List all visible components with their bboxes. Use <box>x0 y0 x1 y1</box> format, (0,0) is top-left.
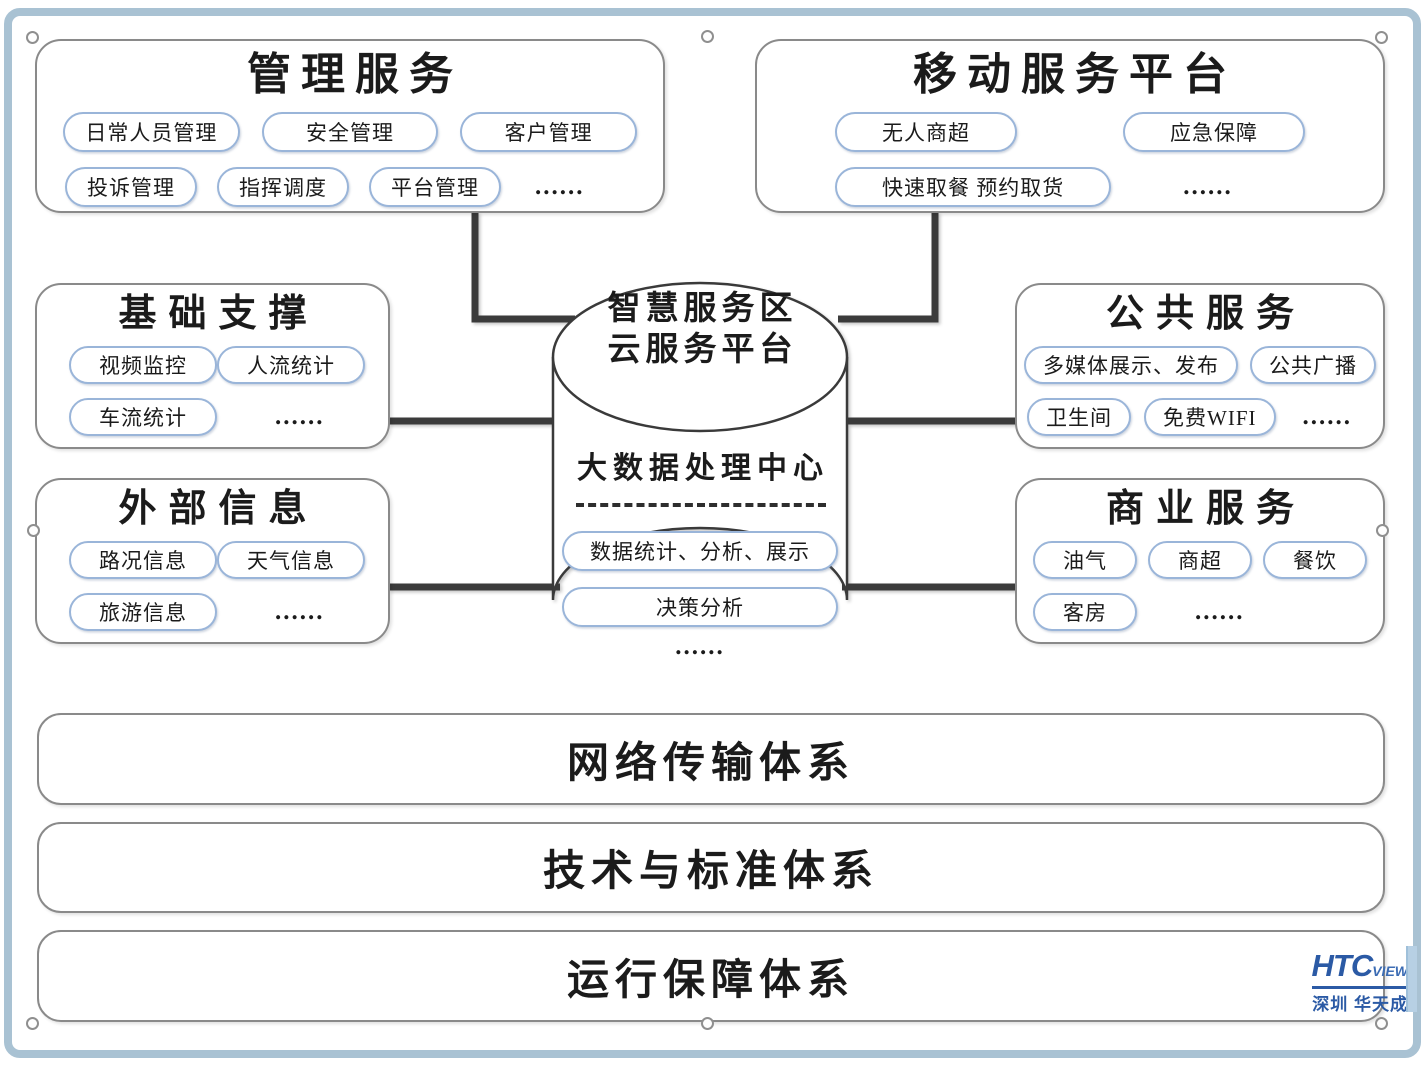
pill-weather-info: 天气信息 <box>217 541 365 579</box>
ellipsis-text: ...... <box>1302 403 1352 430</box>
layer-title: 网络传输体系 <box>566 740 855 787</box>
logo-brand-suffix-text: VIEW <box>1372 963 1408 979</box>
htcview-logo: HTCVIEW 深圳 华天成 <box>1296 950 1408 1015</box>
pill-command-dispatch: 指挥调度 <box>217 167 349 207</box>
selection-handle-top-center[interactable] <box>701 30 714 43</box>
pill-row: 投诉管理 指挥调度 平台管理 ...... <box>37 167 663 207</box>
selection-handle-middle-left[interactable] <box>27 524 40 537</box>
pill-public-broadcast: 公共广播 <box>1250 346 1376 384</box>
pill-traffic-flow-stats: 车流统计 <box>69 398 217 436</box>
box-external-title: 外部信息 <box>118 488 319 530</box>
pill-oil-gas: 油气 <box>1033 541 1137 579</box>
box-mobile: 移动服务平台 无人商超 应急保障 快速取餐 预约取货 ...... <box>755 39 1385 213</box>
pill-multimedia-display: 多媒体展示、发布 <box>1024 346 1238 384</box>
pill-supermarket: 商超 <box>1148 541 1252 579</box>
box-business: 商业服务 油气 商超 餐饮 客房 ...... <box>1015 478 1385 644</box>
ellipsis-text: ...... <box>1183 173 1233 200</box>
box-management-title: 管理服务 <box>247 50 463 99</box>
layer-operation-guarantee: 运行保障体系 <box>37 930 1385 1022</box>
selection-handle-top-right[interactable] <box>1375 31 1388 44</box>
box-external: 外部信息 路况信息 天气信息 旅游信息 ...... <box>35 478 390 644</box>
pill-emergency-support: 应急保障 <box>1123 112 1305 152</box>
logo-accent-bar <box>1406 946 1417 1012</box>
cylinder-dashed-divider <box>576 503 826 507</box>
ellipsis-text: ...... <box>275 403 325 430</box>
pill-row: 多媒体展示、发布 公共广播 <box>1017 346 1383 384</box>
pill-row: 客房 ...... <box>1017 593 1383 631</box>
pill-unmanned-store: 无人商超 <box>835 112 1017 152</box>
pill-row: 卫生间 免费WIFI ...... <box>1017 398 1383 436</box>
layer-title: 运行保障体系 <box>566 957 855 1004</box>
ellipsis-text: ...... <box>675 633 725 660</box>
pill-people-flow-stats: 人流统计 <box>217 346 365 384</box>
box-management: 管理服务 日常人员管理 安全管理 客户管理 投诉管理 指挥调度 平台管理 ...… <box>35 39 665 213</box>
pill-row: 视频监控 人流统计 <box>37 346 388 384</box>
pill-safety-management: 安全管理 <box>261 112 439 152</box>
layer-technology-standards: 技术与标准体系 <box>37 822 1385 913</box>
pill-row: 快速取餐 预约取货 ...... <box>757 167 1383 207</box>
selection-handle-bottom-center[interactable] <box>701 1017 714 1030</box>
pill-catering: 餐饮 <box>1263 541 1367 579</box>
pill-free-wifi: 免费WIFI <box>1144 398 1276 436</box>
pill-fast-meal-pickup: 快速取餐 预约取货 <box>835 167 1112 207</box>
box-mobile-title: 移动服务平台 <box>913 50 1237 99</box>
connector-mobile-to-center <box>838 212 939 323</box>
connector-management-to-center <box>471 212 575 323</box>
pill-road-info: 路况信息 <box>69 541 217 579</box>
ellipsis-text: ...... <box>1195 598 1245 625</box>
pill-data-statistics-analysis-display: 数据统计、分析、展示 <box>562 531 838 571</box>
selection-handle-bottom-right[interactable] <box>1375 1017 1388 1030</box>
pill-restroom: 卫生间 <box>1027 398 1131 436</box>
selection-handle-top-left[interactable] <box>26 31 39 44</box>
htcview-logo-wordmark: HTCVIEW <box>1311 950 1408 989</box>
pill-platform-management: 平台管理 <box>369 167 501 207</box>
layer-network-transmission: 网络传输体系 <box>37 713 1385 805</box>
pill-complaint-management: 投诉管理 <box>65 167 197 207</box>
cylinder-title: 智慧服务区 云服务平台 <box>553 289 847 371</box>
ellipsis-text: ...... <box>535 173 585 200</box>
cylinder-subtitle: 大数据处理中心 <box>577 452 829 485</box>
box-basic-title: 基础支撑 <box>118 293 319 335</box>
pill-row: 旅游信息 ...... <box>37 593 388 631</box>
pill-decision-analysis: 决策分析 <box>562 587 838 627</box>
box-business-title: 商业服务 <box>1105 488 1306 530</box>
selection-handle-middle-right[interactable] <box>1376 524 1389 537</box>
logo-brand-text: HTC <box>1311 948 1374 983</box>
pill-row: 车流统计 ...... <box>37 398 388 436</box>
pill-video-surveillance: 视频监控 <box>69 346 217 384</box>
pill-row: 无人商超 应急保障 <box>757 112 1383 152</box>
ellipsis-text: ...... <box>275 598 325 625</box>
layer-title: 技术与标准体系 <box>542 849 879 895</box>
logo-subtitle-text: 深圳 华天成 <box>1312 995 1408 1014</box>
pill-row: 油气 商超 餐饮 <box>1017 541 1383 579</box>
box-public: 公共服务 多媒体展示、发布 公共广播 卫生间 免费WIFI ...... <box>1015 283 1385 449</box>
pill-guest-rooms: 客房 <box>1033 593 1137 631</box>
pill-row: 日常人员管理 安全管理 客户管理 <box>37 112 663 152</box>
cylinder-top-ellipse <box>551 281 849 433</box>
cylinder-title-line2: 云服务平台 <box>607 332 798 368</box>
pill-customer-management: 客户管理 <box>460 112 638 152</box>
cylinder-title-line1: 智慧服务区 <box>607 291 798 327</box>
box-basic: 基础支撑 视频监控 人流统计 车流统计 ...... <box>35 283 390 449</box>
pill-row: 路况信息 天气信息 <box>37 541 388 579</box>
pill-daily-staff-management: 日常人员管理 <box>63 112 240 152</box>
box-public-title: 公共服务 <box>1105 293 1306 335</box>
selection-handle-bottom-left[interactable] <box>26 1017 39 1030</box>
pill-tourism-info: 旅游信息 <box>69 593 217 631</box>
